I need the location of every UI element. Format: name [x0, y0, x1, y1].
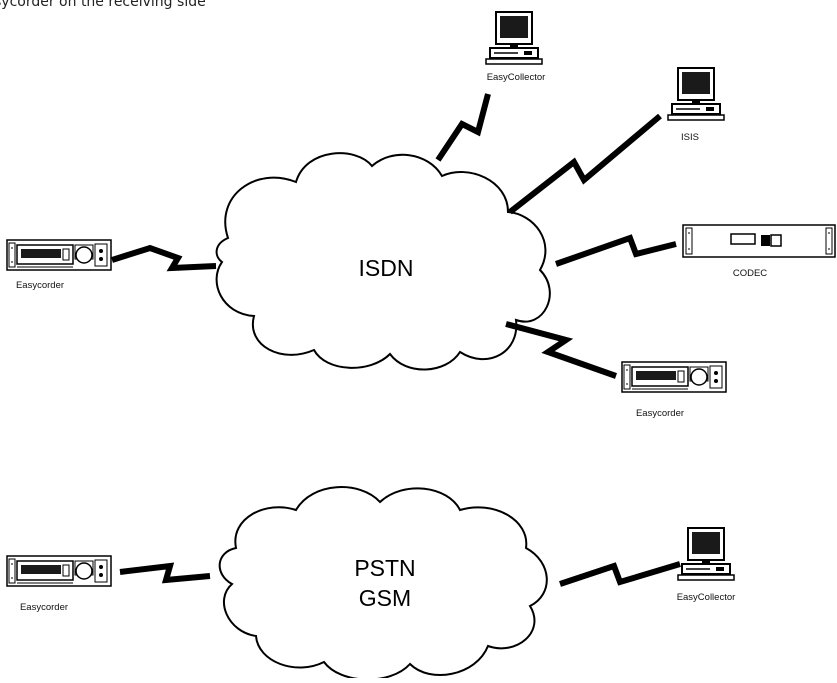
- computer-icon: [485, 11, 543, 65]
- gsm-label: GSM: [359, 585, 411, 611]
- lightning-link-icon: [119, 562, 211, 584]
- diagram-caption: sycorder on the receiving side: [0, 0, 206, 10]
- lightning-link-icon: [435, 93, 491, 162]
- computer-icon: [677, 527, 735, 581]
- easycorder-device-icon: [621, 361, 727, 393]
- rack-codec-icon: [682, 224, 836, 258]
- easycorder-left-bottom-label: Easycorder: [20, 602, 68, 613]
- easycollector-bottom-label: EasyCollector: [677, 592, 736, 603]
- lightning-link-icon: [508, 113, 662, 215]
- lightning-link-icon: [505, 321, 617, 379]
- easycorder-right-label: Easycorder: [636, 408, 684, 419]
- easycorder-left-top-label: Easycorder: [16, 280, 64, 291]
- isis-label: ISIS: [681, 132, 699, 143]
- easycorder-device-icon: [6, 239, 112, 271]
- lightning-link-icon: [555, 234, 677, 267]
- easycorder-device-icon: [6, 555, 112, 587]
- easycollector-top-label: EasyCollector: [487, 72, 546, 83]
- computer-icon: [667, 67, 725, 121]
- codec-label: CODEC: [733, 268, 767, 279]
- lightning-link-icon: [559, 561, 681, 587]
- lightning-link-icon: [111, 244, 217, 272]
- pstn-label: PSTN: [354, 555, 415, 581]
- pstn-gsm-cloud: [218, 486, 548, 681]
- isdn-cloud: [215, 152, 551, 371]
- isdn-label: ISDN: [359, 255, 414, 281]
